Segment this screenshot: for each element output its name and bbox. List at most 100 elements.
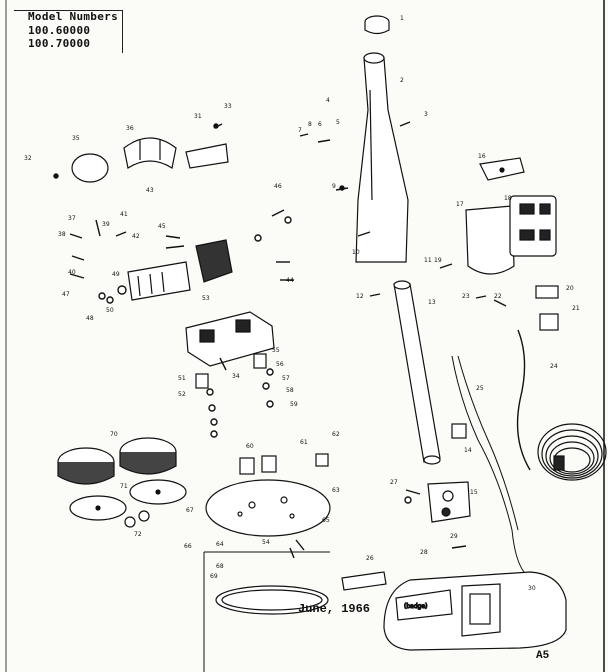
callout-13: 13 [428, 299, 436, 306]
callout-33: 33 [224, 103, 232, 110]
callout-48: 48 [86, 315, 94, 322]
cord-coil [537, 423, 607, 481]
handle-socket [427, 481, 471, 523]
callout-20: 20 [566, 285, 574, 292]
callout-4: 4 [326, 97, 330, 104]
callout-46: 46 [274, 183, 282, 190]
callout-67: 67 [186, 507, 194, 514]
callout-66: 66 [184, 543, 192, 550]
callout-58: 58 [286, 387, 294, 394]
motor-armature [195, 239, 233, 283]
callout-23: 23 [462, 293, 470, 300]
callout-57: 57 [282, 375, 290, 382]
gear-housing [185, 311, 275, 367]
callout-8: 8 [308, 121, 312, 128]
callout-34: 34 [232, 373, 240, 380]
grip-part [451, 423, 467, 439]
callout-55: 55 [272, 347, 280, 354]
model-number-1: 100.60000 [28, 24, 91, 37]
callout-51: 51 [178, 375, 186, 382]
callout-1: 1 [400, 15, 404, 22]
callout-39: 39 [102, 221, 110, 228]
callout-43: 43 [146, 187, 154, 194]
callout-68: 68 [216, 563, 224, 570]
nut-72b [138, 510, 150, 522]
callout-72: 72 [134, 531, 142, 538]
callout-54: 54 [262, 539, 270, 546]
foot-68b [261, 455, 277, 473]
callout-36: 36 [126, 125, 134, 132]
callout-7: 7 [298, 127, 302, 134]
motor-shaft-housing [127, 261, 191, 301]
callout-3: 3 [424, 111, 428, 118]
callout-9: 9 [332, 183, 336, 190]
cord-plug [553, 455, 565, 471]
callout-11: 11 [424, 257, 432, 264]
power-cord [516, 329, 531, 471]
callout-41: 41 [120, 211, 128, 218]
callout-60: 60 [246, 443, 254, 450]
callout-49: 49 [112, 271, 120, 278]
callout-56: 56 [276, 361, 284, 368]
lower-handle-tube [393, 283, 441, 463]
bushing-55 [253, 353, 267, 369]
callout-38: 38 [58, 231, 66, 238]
callout-22: 22 [494, 293, 502, 300]
bumper-ring [215, 585, 329, 615]
callout-44: 44 [286, 277, 294, 284]
internal-wires [451, 355, 525, 573]
foot-68a [239, 457, 255, 475]
callout-69: 69 [210, 573, 218, 580]
foot-61 [315, 453, 329, 467]
hood-badge-text: (badge) [404, 603, 427, 610]
callout-labels: 1 2 3 4 5 6 7 8 9 10 11 12 13 14 15 16 1… [24, 15, 580, 592]
callout-27: 27 [390, 479, 398, 486]
callout-61: 61 [300, 439, 308, 446]
callout-12: 12 [356, 293, 364, 300]
callout-28: 28 [420, 549, 428, 556]
base-plate [205, 479, 331, 537]
callout-31: 31 [194, 113, 202, 120]
callout-71: 71 [120, 483, 128, 490]
callout-50: 50 [106, 307, 114, 314]
fan-disc [71, 153, 109, 183]
model-numbers-title: Model Numbers [28, 10, 118, 23]
callout-17: 17 [456, 201, 464, 208]
callout-47: 47 [62, 291, 70, 298]
callout-45: 45 [158, 223, 166, 230]
nut-72a [124, 516, 136, 528]
callout-59: 59 [290, 401, 298, 408]
callout-70: 70 [110, 431, 118, 438]
callout-37: 37 [68, 215, 76, 222]
switch-part-21 [539, 313, 559, 331]
callout-40: 40 [68, 269, 76, 276]
callout-14: 14 [464, 447, 472, 454]
model-number-2: 100.70000 [28, 37, 91, 50]
callout-21: 21 [572, 305, 580, 312]
callout-26: 26 [366, 555, 374, 562]
upper-handle-tube [355, 57, 409, 263]
callout-65: 65 [322, 517, 330, 524]
callout-30: 30 [528, 585, 536, 592]
callout-62: 62 [332, 431, 340, 438]
callout-42: 42 [132, 233, 140, 240]
page-code: A5 [536, 650, 550, 662]
callout-35: 35 [72, 135, 80, 142]
callout-63: 63 [332, 487, 340, 494]
bumper-strip [341, 571, 387, 591]
model-numbers-box [14, 10, 123, 53]
callout-18: 18 [504, 195, 512, 202]
callout-16: 16 [478, 153, 486, 160]
switch-part-20 [535, 285, 559, 299]
motor-shield [123, 137, 177, 169]
callout-25: 25 [476, 385, 484, 392]
callout-24: 24 [550, 363, 558, 370]
callout-2: 2 [400, 77, 404, 84]
callout-53: 53 [202, 295, 210, 302]
callout-5: 5 [336, 119, 340, 126]
callout-10: 10 [352, 249, 360, 256]
motor-bracket [185, 143, 229, 169]
switch-housing [465, 205, 515, 275]
